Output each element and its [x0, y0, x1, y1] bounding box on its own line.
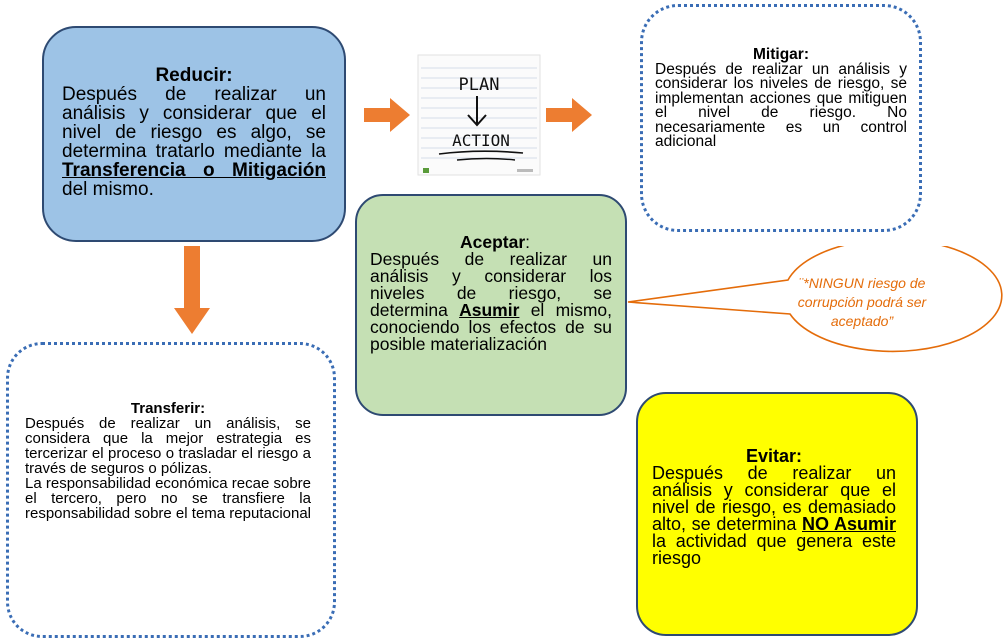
evitar-title: Evitar: — [745, 446, 803, 466]
arrow-right-icon — [546, 98, 592, 132]
plan-label: PLAN — [459, 75, 500, 95]
arrow-right-icon — [364, 98, 410, 132]
aceptar-title: Aceptar: — [370, 232, 612, 252]
reducir-box: Reducir: Después de realizar un análisis… — [42, 26, 346, 242]
transferir-title: Transferir: — [130, 400, 206, 417]
callout-bubble — [627, 246, 1003, 353]
mitigar-box: Mitigar: Después de realizar un análisis… — [640, 4, 922, 232]
aceptar-text: Después de realizar un análisis y consid… — [370, 249, 612, 320]
evitar-emphasis: NO Asumir — [802, 514, 896, 534]
transferir-box: Transferir: Después de realizar un análi… — [6, 342, 336, 638]
reducir-title: Reducir: — [155, 65, 233, 86]
aceptar-text-end: el mismo, conociendo los efectos de su p… — [370, 300, 612, 354]
transferir-text-1: Después de realizar un análisis, se cons… — [25, 415, 311, 477]
evitar-text-end: la actividad que genera este riesgo — [652, 531, 896, 568]
reducir-text: Después de realizar un análisis y consid… — [62, 84, 326, 162]
arrow-down-icon — [174, 246, 210, 334]
aceptar-title-colon: : — [525, 232, 531, 252]
mitigar-text: Después de realizar un análisis y consid… — [655, 60, 907, 150]
action-label: ACTION — [452, 131, 510, 150]
reducir-emphasis: Transferencia o Mitigación — [62, 160, 326, 181]
transferir-text-2: La responsabilidad económica recae sobre… — [25, 475, 312, 522]
aceptar-box: Aceptar: Después de realizar un análisis… — [355, 194, 627, 416]
reducir-text-end: del mismo. — [62, 179, 154, 200]
aceptar-emphasis: Asumir — [459, 300, 520, 320]
aceptar-title-word: Aceptar — [459, 232, 526, 252]
plan-action-image: PLAN ACTION — [417, 54, 541, 176]
callout-text: ¨*NINGUN riesgo de corrupción podrá ser … — [797, 275, 927, 329]
mitigar-title: Mitigar: — [753, 46, 809, 63]
evitar-text: Después de realizar un análisis y consid… — [652, 463, 896, 534]
evitar-box: Evitar: Después de realizar un análisis … — [636, 392, 918, 636]
